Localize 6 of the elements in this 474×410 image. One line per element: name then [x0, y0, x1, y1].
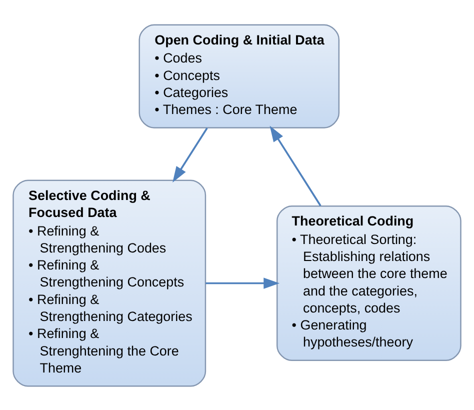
node-box: Theoretical Coding • Theoretical Sorting: Establishing relations between the core theme and the categories, concepts, codes • Generating hypotheses/theory — [276, 205, 462, 360]
node-box: Open Coding & Initial Data • Codes • Concepts • Categories • Themes : Core Theme — [138, 24, 340, 128]
arrow — [172, 127, 208, 182]
node-box: Selective Coding & Focused Data • Refining & Strengthening Codes • Refining & Strengthening Concepts • Refining & Strengthening Categories • Refining & Strenghtening the Core Theme — [12, 179, 206, 386]
arrow — [206, 277, 280, 288]
arrow — [270, 125, 322, 206]
